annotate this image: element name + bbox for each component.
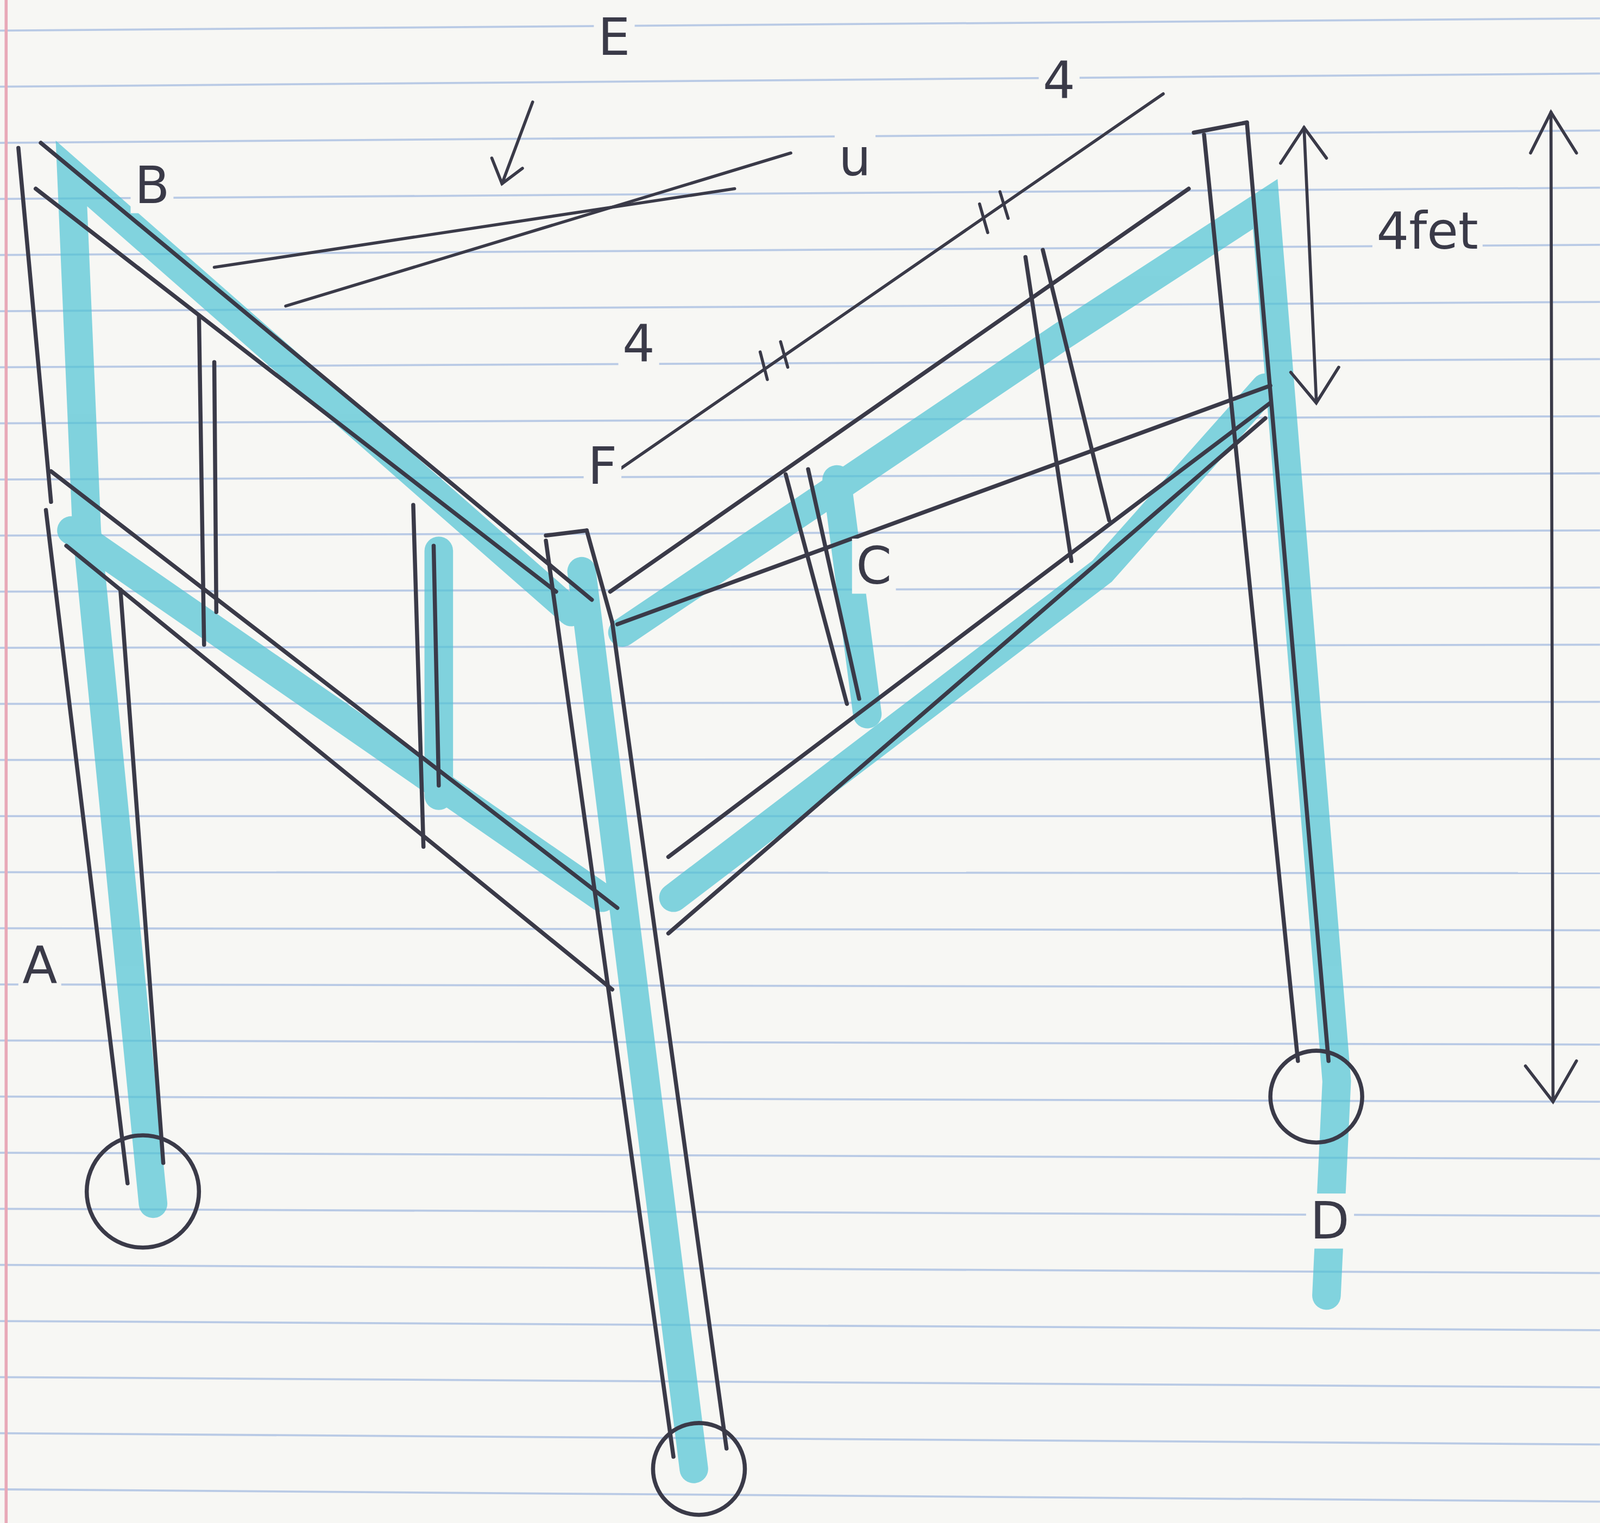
frame-lines [18,122,1363,1516]
dimension-number: 4 [618,316,660,371]
dimension-number: 4 [1038,53,1080,109]
point-label: F [583,438,622,494]
point-label: E [593,10,634,66]
highlight [71,173,1338,1470]
point-label: A [18,938,62,994]
point-label: D [1306,1193,1354,1249]
point-label: C [852,538,897,594]
dimension-text: 4fet [1372,204,1483,260]
point-label: B [130,158,174,213]
dimension-lines [214,93,1577,1102]
margin-line [4,0,8,1523]
paper-lines [0,18,1600,1503]
dimension-number: u [834,130,876,186]
